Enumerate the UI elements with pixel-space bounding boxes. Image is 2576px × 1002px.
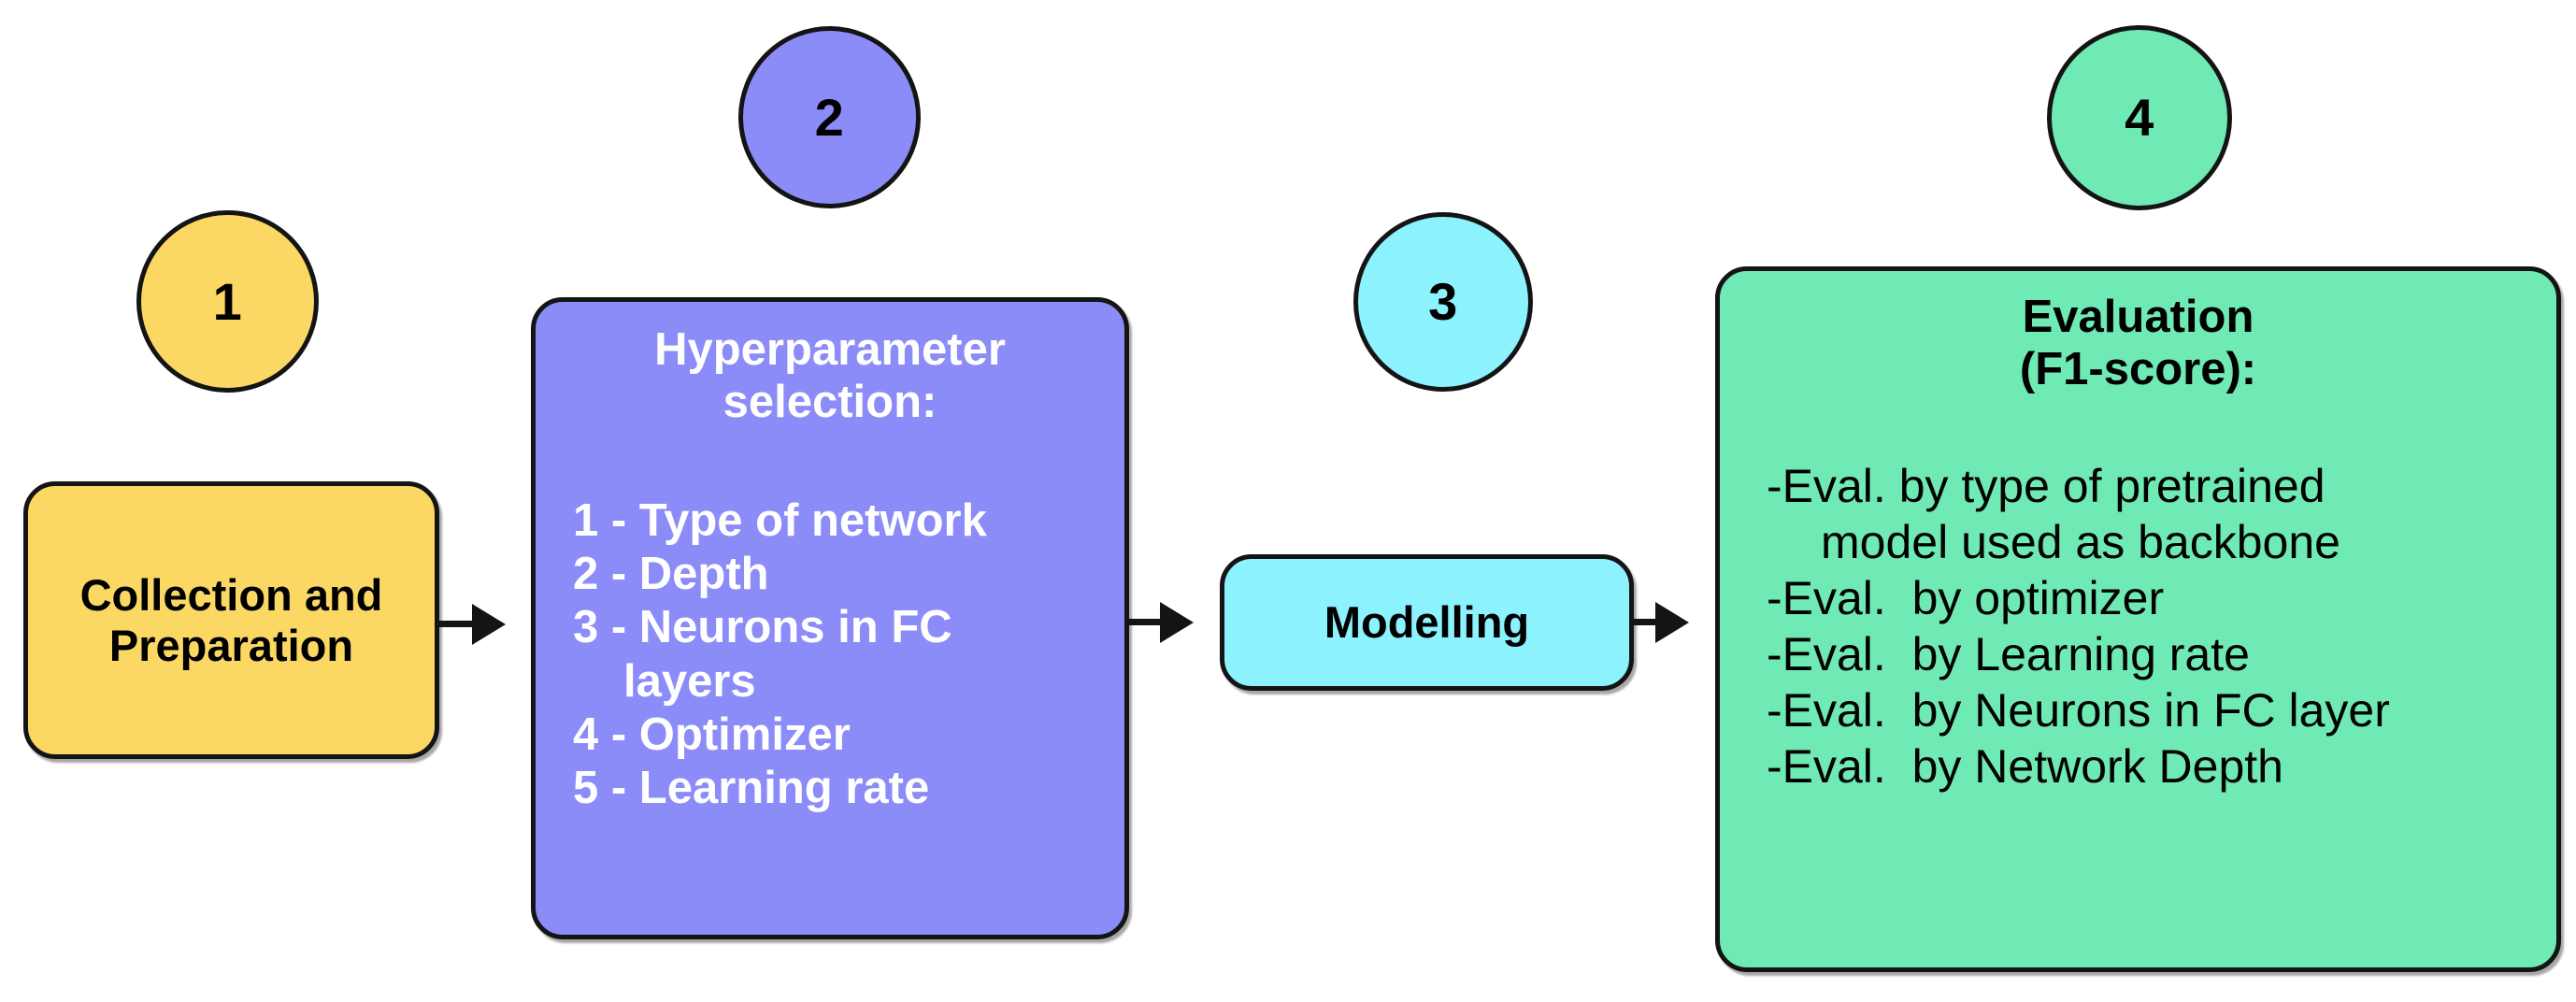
- node-evaluation-title: Evaluation (F1-score):: [2019, 292, 2257, 394]
- arrow-modelling-to-evaluation-icon: [1634, 619, 1682, 625]
- list-item: -Eval. by Learning rate: [1767, 627, 2250, 680]
- node-modelling: Modelling: [1220, 554, 1634, 691]
- step-circle-3-number: 3: [1428, 272, 1458, 331]
- list-item: layers: [623, 655, 756, 707]
- list-item: -Eval. by optimizer: [1767, 571, 2165, 624]
- step-circle-4-number: 4: [2125, 88, 2154, 147]
- hyperparameter-list: 1 - Type of network 2 - Depth 3 - Neuron…: [556, 494, 1104, 816]
- list-item: 4 - Optimizer: [573, 709, 851, 761]
- node-hyperparameter-selection: Hyperparameter selection: 1 - Type of ne…: [531, 297, 1129, 939]
- list-item: -Eval. by type of pretrained: [1767, 459, 2326, 512]
- list-item: -Eval. by Network Depth: [1767, 739, 2283, 793]
- step-circle-2-number: 2: [814, 87, 845, 147]
- node-modelling-title: Modelling: [1324, 597, 1530, 648]
- node-hyperparameter-title: Hyperparameter selection:: [654, 324, 1006, 427]
- step-circle-3: 3: [1353, 212, 1533, 392]
- node-evaluation: Evaluation (F1-score): -Eval. by type of…: [1715, 266, 2561, 972]
- node-collection-title: Collection and Preparation: [79, 569, 383, 670]
- arrow-hyperparameter-to-modelling-icon: [1129, 619, 1187, 625]
- step-circle-1: 1: [136, 210, 319, 393]
- list-item: 5 - Learning rate: [573, 763, 930, 814]
- evaluation-list: -Eval. by type of pretrained model used …: [1739, 458, 2538, 794]
- list-item: 3 - Neurons in FC: [573, 602, 952, 653]
- list-item: -Eval. by Neurons in FC layer: [1767, 683, 2390, 737]
- node-collection-and-preparation: Collection and Preparation: [23, 481, 439, 759]
- step-circle-2: 2: [738, 26, 921, 208]
- step-circle-1-number: 1: [212, 271, 243, 331]
- arrow-collection-to-hyperparameter-icon: [439, 621, 499, 627]
- list-item: model used as backbone: [1821, 515, 2340, 568]
- list-item: 2 - Depth: [573, 549, 769, 600]
- list-item: 1 - Type of network: [573, 494, 987, 546]
- step-circle-4: 4: [2047, 25, 2232, 210]
